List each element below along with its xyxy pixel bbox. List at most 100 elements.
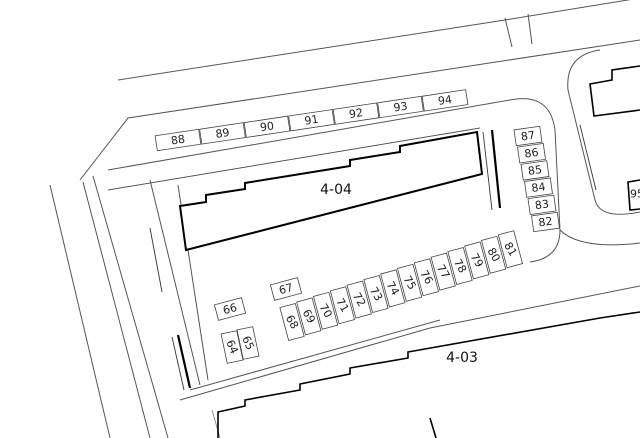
parking-stall[interactable]: 76: [413, 258, 440, 297]
parking-stall-box: [312, 291, 339, 330]
parking-stall[interactable]: 81: [497, 230, 524, 269]
offmap-label-95: 95: [630, 188, 640, 201]
parking-stall-label: 83: [534, 197, 550, 212]
parking-stall[interactable]: 82: [531, 211, 560, 233]
road-edge-junction: [504, 17, 513, 48]
parking-stall-box: [332, 102, 380, 125]
parking-stall-label: 77: [434, 262, 452, 281]
parking-stall-label: 89: [215, 126, 231, 141]
parking-stall[interactable]: 69: [296, 297, 322, 336]
parking-stall-label: 79: [468, 251, 486, 270]
parking-stall-label: 92: [348, 106, 364, 121]
parking-stall[interactable]: 84: [524, 177, 553, 198]
parking-stall[interactable]: 88: [154, 128, 202, 152]
parking-stall[interactable]: 64: [220, 330, 244, 364]
parking-stall-box: [421, 89, 469, 112]
parking-stall-box: [199, 122, 246, 145]
parking-stall-label: 66: [222, 301, 239, 317]
building-4-04-outline: [178, 130, 484, 252]
parking-stall[interactable]: 67: [269, 277, 303, 301]
parking-stall[interactable]: 83: [527, 194, 557, 215]
parking-stall-label: 81: [501, 240, 519, 259]
bike-rack-right: [482, 131, 493, 211]
parking-stall[interactable]: 72: [346, 280, 372, 319]
road-edge-second: [79, 39, 640, 181]
building-right-lower-outline: [627, 179, 640, 211]
parking-top-row: 88 89 90 91 92 93 94: [154, 89, 469, 152]
parking-stall-box: [154, 128, 202, 152]
parking-stall-box: [380, 269, 406, 308]
bike-racks: [149, 124, 597, 391]
parking-stall-box: [430, 252, 456, 291]
parking-stall[interactable]: 90: [243, 115, 291, 138]
parking-stall-box: [296, 297, 322, 336]
parking-stall-box: [520, 160, 550, 181]
road-edge-left-outer: [49, 184, 111, 438]
parking-stall[interactable]: 86: [517, 143, 546, 164]
bike-rack-left-upper: [149, 227, 163, 293]
parking-stall-box: [497, 230, 524, 269]
parking-stall-label: 65: [239, 334, 257, 352]
building-4-03-label: 4-03: [446, 350, 478, 366]
parking-stall[interactable]: 89: [199, 122, 246, 145]
building-4-04[interactable]: 4-04: [178, 130, 484, 252]
road-edge-junction-2: [527, 13, 533, 45]
parking-stall-label: 70: [316, 301, 334, 320]
road-edge-lower-2: [189, 319, 441, 391]
parking-stall-label: 88: [170, 133, 186, 148]
road-edge-left-inner: [82, 181, 151, 438]
parking-stall[interactable]: 93: [377, 95, 424, 119]
parking-stall-label: 80: [484, 245, 502, 264]
building-4-04-label: 4-04: [320, 182, 352, 198]
bike-rack-right-bold: [490, 129, 502, 209]
bike-rack-left-lower-bold: [176, 334, 192, 389]
parking-stall[interactable]: 92: [332, 102, 380, 125]
parking-stall-box: [413, 258, 440, 297]
parking-stall-label: 87: [520, 129, 536, 144]
parking-stall[interactable]: 71: [329, 286, 356, 325]
road-edge-inner-loop: [107, 98, 561, 263]
parking-stall-box: [396, 263, 423, 302]
building-4-03[interactable]: 4-03: [217, 311, 640, 438]
parking-stall-label: 73: [367, 285, 385, 304]
parking-stall-box: [464, 241, 490, 280]
parking-stall[interactable]: 91: [288, 109, 335, 132]
parking-stall[interactable]: 85: [520, 160, 550, 181]
parking-stall[interactable]: 94: [421, 89, 469, 112]
parking-stall-box: [480, 235, 507, 274]
parking-stall-box: [220, 330, 244, 364]
parking-stall-label: 93: [393, 100, 409, 115]
parking-stall-label: 94: [437, 93, 453, 108]
parking-stall-label: 84: [531, 180, 547, 195]
road-edge-left-block: [149, 179, 201, 386]
parking-stall-box: [269, 277, 303, 301]
parking-stall-label: 76: [417, 268, 435, 287]
parking-stall[interactable]: 78: [447, 247, 473, 285]
parking-stall[interactable]: 87: [513, 125, 543, 147]
parking-stall[interactable]: 75: [396, 263, 423, 302]
parking-stall[interactable]: 70: [312, 291, 339, 330]
parking-stall[interactable]: 74: [380, 269, 406, 308]
parking-stall-label: 78: [451, 257, 469, 276]
parking-stall[interactable]: 65: [236, 326, 260, 360]
parking-stall-label: 72: [350, 290, 368, 309]
road-edge-top: [117, 0, 631, 81]
parking-stall-label: 86: [524, 146, 540, 161]
parking-stall-label: 90: [259, 119, 275, 134]
parking-stall[interactable]: 77: [430, 252, 456, 291]
parking-stall-label: 69: [300, 307, 318, 326]
parking-stall-label: 71: [333, 296, 351, 315]
parking-stall-box: [279, 303, 305, 341]
parking-stall-box: [447, 247, 473, 285]
road-edge-left-3: [92, 175, 169, 438]
parking-stall-box: [243, 115, 291, 138]
parking-stall[interactable]: 73: [363, 275, 389, 313]
parking-stall[interactable]: 66: [213, 297, 247, 321]
building-4-03-outline: [217, 311, 640, 438]
parking-stall[interactable]: 79: [464, 241, 490, 280]
parking-stall[interactable]: 68: [279, 303, 305, 341]
parking-stall[interactable]: 80: [480, 235, 507, 274]
